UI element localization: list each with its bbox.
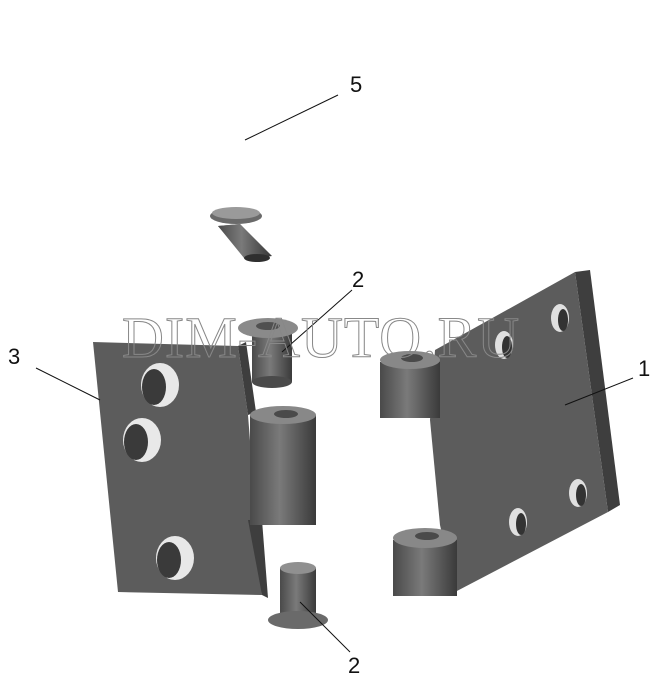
callout-5: 5 bbox=[350, 72, 362, 97]
leader-line-1 bbox=[564, 377, 634, 406]
left-hinge-leaf bbox=[93, 342, 316, 598]
callout-2-top: 2 bbox=[352, 267, 364, 292]
watermark: DIM-AUTO.RU bbox=[122, 305, 520, 370]
callout-3: 3 bbox=[8, 344, 20, 369]
leader-line-2-top bbox=[281, 289, 353, 353]
callout-1: 1 bbox=[638, 356, 650, 381]
bushing-top bbox=[238, 318, 298, 388]
hinge-pin bbox=[210, 207, 272, 262]
leader-lines bbox=[35, 94, 634, 653]
leader-line-5 bbox=[244, 94, 339, 141]
right-hinge-leaf bbox=[380, 270, 620, 596]
leader-line-2-bottom bbox=[299, 601, 351, 653]
callout-2-bottom: 2 bbox=[348, 653, 360, 678]
leader-line-3 bbox=[35, 367, 101, 401]
bushing-bottom bbox=[268, 562, 328, 629]
